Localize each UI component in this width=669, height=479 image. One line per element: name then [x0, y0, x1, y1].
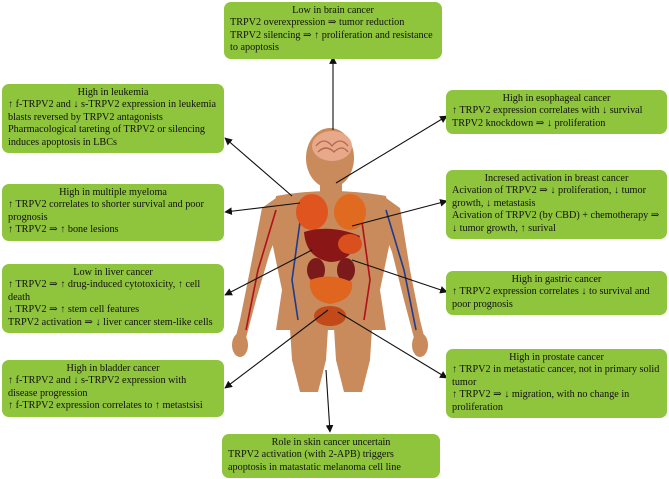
arrow-myeloma	[224, 202, 301, 215]
arrow-skin	[325, 369, 334, 433]
breast-cancer-box: Incresed activation in breast cancer Aci…	[446, 170, 667, 240]
brain-cancer-title: Low in brain cancer	[292, 5, 374, 16]
arrow-breast	[351, 199, 448, 227]
arrow-esophageal	[335, 115, 448, 184]
gastric-cancer-title: High in gastric cancer	[511, 274, 602, 285]
leukemia-box: High in leukemia ↑ f-TRPV2 and ↓ s-TRPV2…	[2, 84, 224, 154]
skin-cancer-line-1: TRPV2 activation (with 2-APB) triggers a…	[228, 449, 401, 473]
brain-cancer-line-1: TRPV2 overexpression ⇒ tumor reduction	[230, 17, 405, 29]
arrow-leukemia	[224, 137, 293, 197]
esophageal-cancer-box: High in esophageal cancer ↑ TRPV2 expres…	[446, 90, 667, 135]
breast-cancer-title: Incresed activation in breast cancer	[484, 173, 629, 184]
liver-cancer-line-3: TRPV2 activation ⇒ ↓ liver cancer stem-l…	[8, 316, 213, 328]
skin-cancer-title: Role in skin cancer uncertain	[271, 437, 391, 448]
brain-cancer-box: Low in brain cancer TRPV2 overexpression…	[224, 2, 442, 59]
liver-cancer-line-2: ↓ TRPV2 ⇒ ↑ stem cell features	[8, 304, 140, 316]
prostate-cancer-line-1: ↑ TRPV2 in metastatic cancer, not in pri…	[452, 364, 660, 388]
arrow-bladder	[224, 309, 329, 389]
bladder-cancer-line-2: ↑ f-TRPV2 expression correlates to ↑ met…	[8, 400, 203, 412]
prostate-cancer-box: High in prostate cancer ↑ TRPV2 in metas…	[446, 349, 667, 419]
liver-cancer-box: Low in liver cancer ↑ TRPV2 ⇒ ↑ drug-ind…	[2, 264, 224, 334]
esophageal-cancer-line-1: ↑ TRPV2 expression correlates with ↓ sur…	[452, 105, 643, 117]
breast-cancer-line-2: Acivation of TRPV2 (by CBD) + chemothera…	[452, 210, 660, 234]
prostate-cancer-title: High in prostate cancer	[509, 352, 604, 363]
leukemia-title: High in leukemia	[77, 87, 149, 98]
brain-organ	[312, 131, 352, 161]
liver-cancer-line-1: ↑ TRPV2 ⇒ ↑ drug-induced cytotoxicity, ↑…	[8, 279, 201, 303]
arrow-gastric	[351, 259, 448, 294]
myeloma-line-2: ↑ TRPV2 ⇒ ↑ bone lesions	[8, 224, 119, 236]
breast-cancer-line-1: Acivation of TRPV2 ⇒ ↓ proliferation, ↓ …	[452, 185, 646, 209]
liver-cancer-title: Low in liver cancer	[73, 267, 153, 278]
internal-organs	[296, 194, 366, 326]
arrow-liver	[224, 249, 313, 296]
esophageal-cancer-line-2: TRPV2 knockdown ⇒ ↓ proliferation	[452, 117, 606, 129]
arrow-prostate	[337, 311, 448, 379]
bladder-cancer-title: High in bladder cancer	[66, 363, 160, 374]
prostate-cancer-line-2: ↑ TRPV2 ⇒ ↓ migration, with no change in…	[452, 389, 630, 413]
bladder-cancer-box: High in bladder cancer ↑ f-TRPV2 and ↓ s…	[2, 360, 224, 417]
myeloma-line-1: ↑ TRPV2 correlates to shorter survival a…	[8, 199, 204, 223]
brain-cancer-line-2: TRPV2 silencing ⇒ ↑ proliferation and re…	[230, 29, 433, 54]
leukemia-line-1: ↑ f-TRPV2 and ↓ s-TRPV2 expression in le…	[8, 99, 216, 123]
bladder-cancer-line-1: ↑ f-TRPV2 and ↓ s-TRPV2 expression with …	[8, 375, 187, 399]
myeloma-title: High in multiple myeloma	[59, 187, 167, 198]
myeloma-box: High in multiple myeloma ↑ TRPV2 correla…	[2, 184, 224, 241]
gastric-cancer-box: High in gastric cancer ↑ TRPV2 expressio…	[446, 271, 667, 316]
gastric-cancer-line-1: ↑ TRPV2 expression correlates ↓ to survi…	[452, 286, 650, 310]
leukemia-line-2: Pharmacological tareting of TRPV2 or sil…	[8, 124, 206, 148]
esophageal-cancer-title: High in esophageal cancer	[502, 93, 611, 104]
skin-cancer-box: Role in skin cancer uncertain TRPV2 acti…	[222, 434, 440, 479]
